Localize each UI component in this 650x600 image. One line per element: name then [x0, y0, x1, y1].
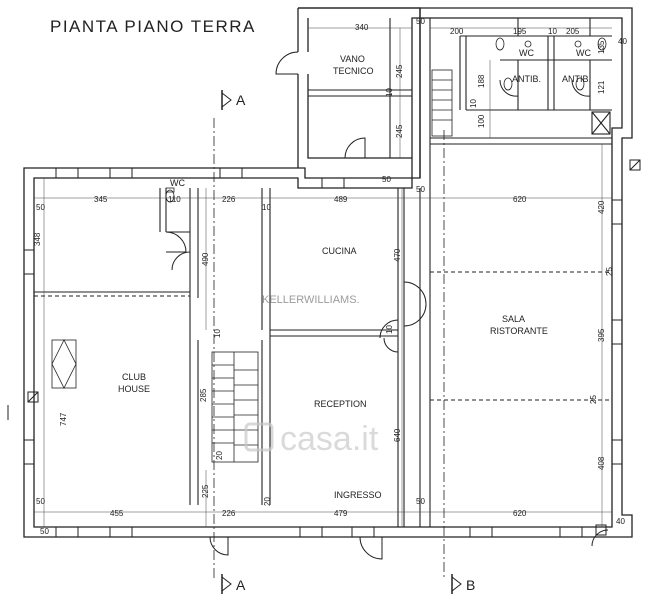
room-label-wc-left: WC — [170, 178, 185, 188]
section-lines — [213, 118, 445, 580]
dim-label: 25 — [589, 395, 598, 404]
dim-label: 245 — [395, 124, 404, 138]
dim-label: 50 — [416, 17, 425, 26]
dim-label: 50 — [36, 203, 45, 212]
room-label-ristorante: RISTORANTE — [490, 326, 548, 336]
room-label-antib-2: ANTIB. — [562, 74, 591, 84]
dim-label: 188 — [477, 74, 486, 88]
dim-label: 40 — [618, 37, 627, 46]
exterior-walls — [23, 7, 633, 538]
dim-label: 20 — [215, 451, 224, 460]
dim-label: 10 — [469, 99, 478, 108]
dim-label: 40 — [616, 517, 625, 526]
dim-label: 225 — [201, 484, 210, 498]
dim-label: 50 — [416, 185, 425, 194]
dim-label: 395 — [597, 328, 606, 342]
dim-label: 470 — [393, 248, 402, 262]
section-a-top-label: A — [236, 92, 246, 108]
dim-label: 10 — [385, 325, 394, 334]
room-label-reception: RECEPTION — [314, 399, 367, 409]
staircase — [51, 69, 453, 463]
watermarks: KELLERWILLIAMS. casa.it — [244, 294, 379, 458]
doors — [165, 51, 609, 560]
dim-label: 10 — [385, 88, 394, 97]
dim-label: 110 — [168, 195, 181, 204]
dim-label: 490 — [201, 252, 210, 266]
dim-label: 620 — [513, 509, 527, 518]
dim-label: 10 — [262, 203, 271, 212]
dim-label: 20 — [263, 497, 272, 506]
room-label-cucina: CUCINA — [322, 246, 357, 256]
room-label-ingresso: INGRESSO — [334, 490, 382, 500]
keller-williams-watermark: KELLERWILLIAMS. — [262, 294, 360, 306]
room-labels: VANO TECNICO WC WC WC ANTIB. ANTIB. CUCI… — [118, 48, 591, 500]
dim-label: 100 — [477, 114, 486, 128]
section-b-bottom-label: B — [466, 577, 475, 593]
dim-label: 620 — [513, 195, 527, 204]
room-label-tecnico: TECNICO — [333, 66, 374, 76]
room-label-wc-right-2: WC — [576, 48, 591, 58]
room-label-house: HOUSE — [118, 384, 150, 394]
dim-label: 747 — [59, 412, 68, 426]
dim-label: 50 — [382, 175, 391, 184]
room-label-sala: SALA — [502, 314, 525, 324]
dim-label: 50 — [40, 527, 49, 536]
room-label-vano: VANO — [340, 54, 365, 64]
dim-label: 408 — [597, 456, 606, 470]
dim-label: 195 — [513, 27, 527, 36]
dim-label: 285 — [199, 388, 208, 402]
dim-label: 489 — [334, 195, 348, 204]
dim-label: 50 — [416, 497, 425, 506]
section-a-bottom-label: A — [236, 577, 246, 593]
dim-label: 200 — [450, 27, 464, 36]
room-label-antib-1: ANTIB. — [512, 74, 541, 84]
dim-label: 25 — [605, 267, 614, 276]
dim-label: 420 — [597, 200, 606, 214]
room-label-wc-right-1: WC — [519, 48, 534, 58]
dimension-labels: 340 50 200 195 10 205 40 245 10 245 188 … — [33, 17, 627, 536]
dim-label: 135 — [597, 40, 606, 54]
dim-label: 348 — [33, 232, 42, 246]
dim-label: 340 — [355, 23, 369, 32]
windows — [23, 167, 623, 538]
plan-title: PIANTA PIANO TERRA — [50, 17, 256, 36]
dim-label: 205 — [566, 27, 580, 36]
dim-label: 226 — [222, 195, 236, 204]
casa-logo-icon — [244, 422, 274, 452]
interior-walls — [34, 18, 612, 527]
sanitary-fixtures — [165, 37, 607, 203]
room-label-club: CLUB — [122, 372, 146, 382]
dim-label: 226 — [222, 509, 236, 518]
dim-label: 479 — [334, 509, 348, 518]
dimension-lines — [34, 27, 612, 527]
dim-label: 345 — [94, 195, 108, 204]
dim-label: 121 — [597, 80, 606, 94]
dim-label: 10 — [548, 27, 557, 36]
dim-label: 245 — [395, 64, 404, 78]
dim-label: 50 — [36, 497, 45, 506]
section-markers: A A B — [221, 90, 475, 594]
dim-label: 640 — [393, 428, 402, 442]
dim-label: 455 — [110, 509, 124, 518]
casa-it-watermark: casa.it — [280, 420, 379, 458]
dim-label: 10 — [213, 329, 222, 338]
edge-symbols — [7, 159, 641, 536]
